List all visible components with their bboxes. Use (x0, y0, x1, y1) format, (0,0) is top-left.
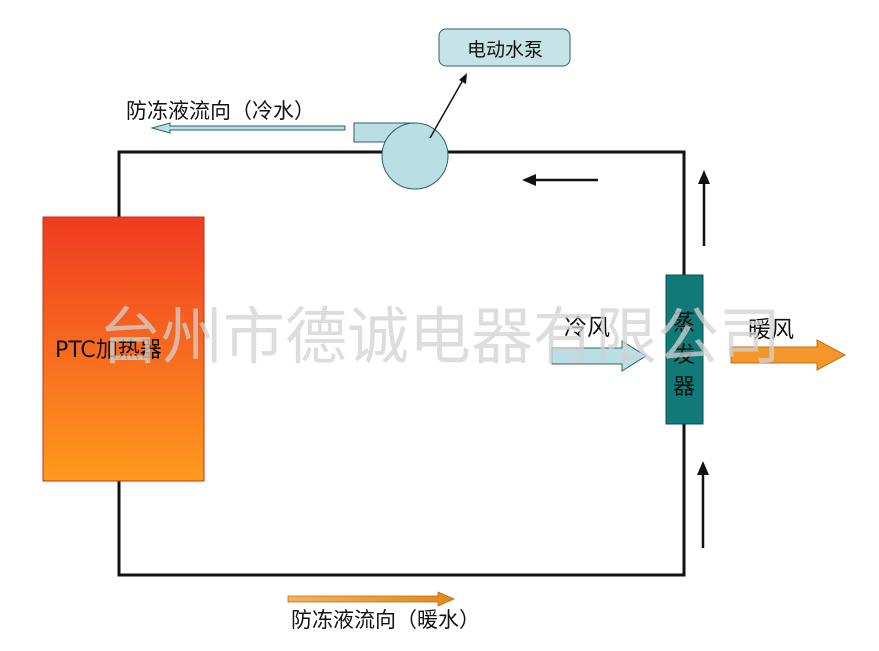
loop-direction-arrow-right-lower-head (697, 461, 709, 475)
pump-callout-label: 电动水泵 (467, 39, 543, 61)
flow-warm-arrow (287, 591, 455, 607)
flow-cold-label: 防冻液流向（冷水） (126, 99, 315, 123)
evaporator-char-2: 发 (673, 343, 695, 368)
pump-callout-box (438, 28, 571, 67)
evaporator-char-3: 器 (673, 375, 695, 400)
company-watermark: 台州市德诚电器有限公司 (99, 300, 781, 373)
warm-air-label: 暖风 (748, 317, 794, 343)
loop-direction-arrow-right-upper-head (698, 170, 710, 184)
pump-callout-pointer (429, 79, 464, 139)
ptc-heater-label: PTC加热器 (55, 338, 162, 363)
ptc-heater-block (42, 216, 205, 482)
flow-cold-arrow (150, 122, 346, 134)
cold-air-arrow (551, 340, 647, 372)
evaporator-block (665, 274, 704, 425)
pump-callout-pointer-head (459, 73, 467, 84)
flow-warm-label: 防冻液流向（暖水） (291, 608, 480, 632)
evaporator-char-1: 蒸 (673, 311, 695, 336)
pump-circle (381, 122, 449, 190)
warm-air-arrow (730, 339, 847, 371)
loop-direction-arrow-top-head (522, 174, 536, 186)
cold-air-label: 冷风 (564, 315, 610, 341)
